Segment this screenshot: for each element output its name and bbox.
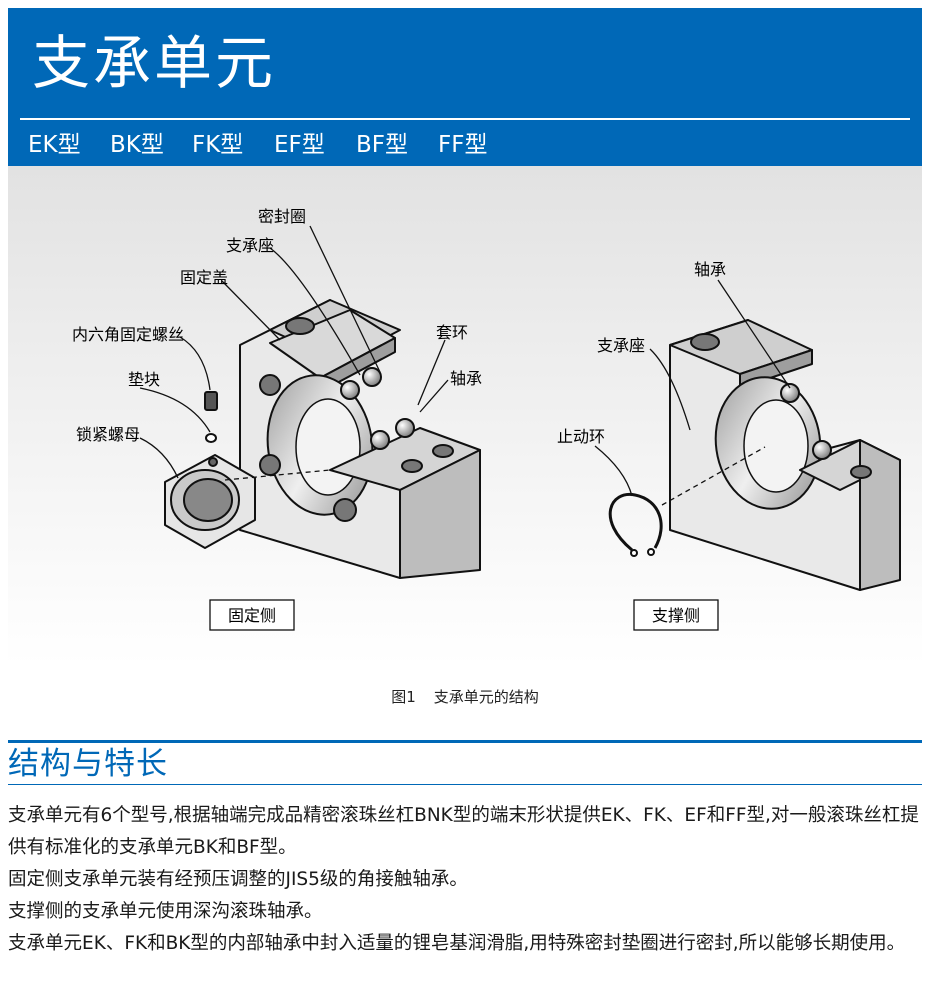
type-bk: BK型 xyxy=(110,132,164,158)
fixed-side-drawing xyxy=(164,299,481,579)
type-ff: FF型 xyxy=(438,132,488,158)
page-title: 支承单元 xyxy=(32,29,277,97)
fixed-side-box xyxy=(209,599,295,631)
label-snap-ring: 止动环 xyxy=(557,427,605,446)
figure-panel: 密封圈 支承座 固定盖 内六角固定螺丝 套环 轴承 垫块 锁紧螺母 固定侧 xyxy=(8,166,922,666)
label-seal: 密封圈 xyxy=(258,207,306,226)
figure-caption: 图1 支承单元的结构 xyxy=(0,686,930,707)
label-pad: 垫块 xyxy=(128,370,160,389)
type-bf: BF型 xyxy=(356,132,409,158)
label-housing-fixed: 支承座 xyxy=(226,236,274,255)
header-divider xyxy=(20,118,910,120)
caption-text: 支承单元的结构 xyxy=(433,688,539,706)
section-title: 结构与特长 xyxy=(8,746,168,782)
support-side-leaders xyxy=(594,279,791,506)
label-hex-screw: 内六角固定螺丝 xyxy=(72,325,184,344)
paragraph-2: 固定侧支承单元装有经预压调整的JIS5级的角接触轴承。 xyxy=(8,869,468,890)
type-list: EK型 BK型 FK型 EF型 BF型 FF型 xyxy=(28,130,520,160)
caption-number: 图1 xyxy=(391,688,416,706)
type-ef: EF型 xyxy=(274,132,325,158)
paragraph-1: 支承单元有6个型号,根据轴端完成品精密滚珠丝杠BNK型的端末形状提供EK、FK、… xyxy=(8,805,919,858)
support-side-box-label: 支撑侧 xyxy=(652,606,700,625)
label-cover: 固定盖 xyxy=(180,268,228,287)
label-bearing-support: 轴承 xyxy=(694,260,726,279)
paragraph-3: 支撑侧的支承单元使用深沟滚珠轴承。 xyxy=(8,901,323,922)
page-header: 支承单元 EK型 BK型 FK型 EF型 BF型 FF型 xyxy=(8,8,922,166)
support-side-drawing xyxy=(608,319,901,591)
section-body: 支承单元有6个型号,根据轴端完成品精密滚珠丝杠BNK型的端末形状提供EK、FK、… xyxy=(8,800,926,960)
type-ek: EK型 xyxy=(28,132,81,158)
section-rule-bottom xyxy=(8,784,922,785)
label-bearing-fixed: 轴承 xyxy=(450,369,482,388)
type-fk: FK型 xyxy=(192,132,244,158)
label-collar: 套环 xyxy=(436,323,468,342)
label-housing-support: 支承座 xyxy=(597,336,645,355)
section-rule-top xyxy=(8,740,922,743)
paragraph-4: 支承单元EK、FK和BK型的内部轴承中封入适量的锂皂基润滑脂,用特殊密封垫圈进行… xyxy=(8,933,906,954)
label-locknut: 锁紧螺母 xyxy=(76,425,140,444)
fixed-side-box-label: 固定侧 xyxy=(228,606,276,625)
support-side-box xyxy=(633,599,719,631)
fixed-side-leaders xyxy=(139,225,449,481)
structure-figure: 密封圈 支承座 固定盖 内六角固定螺丝 套环 轴承 垫块 锁紧螺母 固定侧 xyxy=(72,207,901,631)
